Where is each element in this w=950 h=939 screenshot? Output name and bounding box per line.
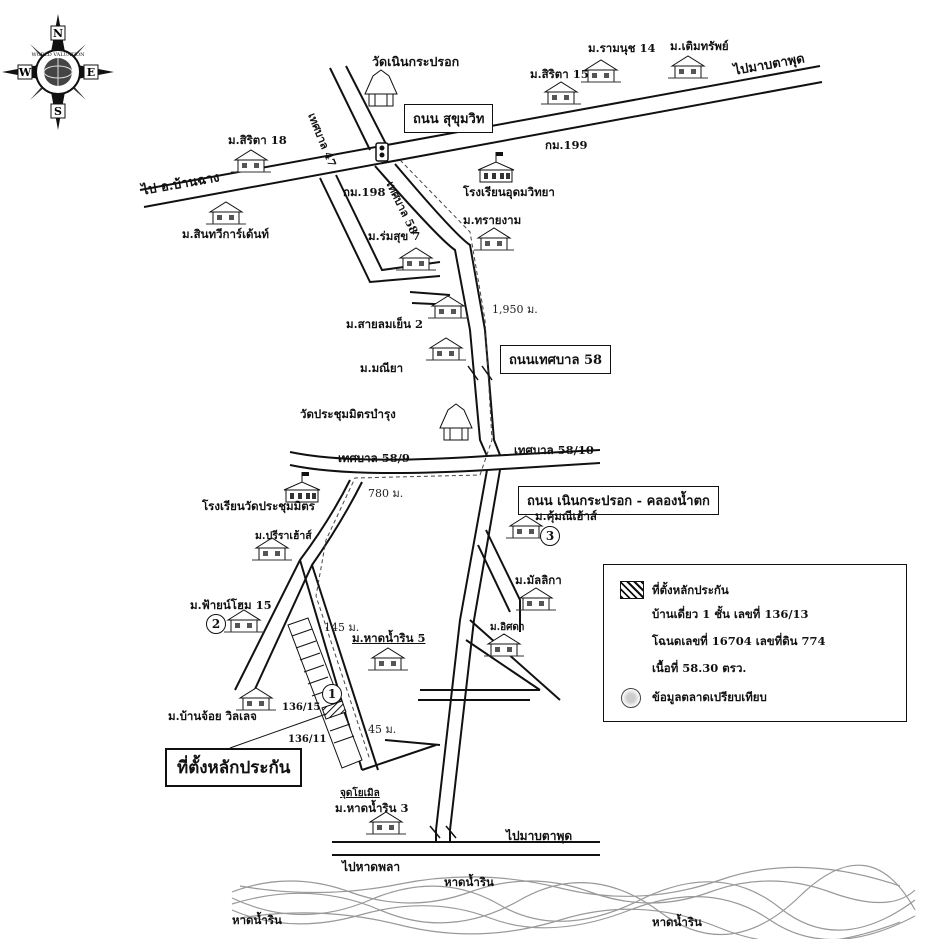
compass-e: E <box>87 66 95 79</box>
label-m-itlada: ม.อิศดา <box>490 622 525 633</box>
comparable-circle-icon <box>621 688 641 708</box>
collateral-location-label: ที่ตั้งหลักประกัน <box>165 748 303 787</box>
distance-145: 145 ม. <box>324 621 360 634</box>
school-icon <box>477 151 515 183</box>
collateral-swatch-icon <box>620 581 644 599</box>
house-icon <box>473 227 515 251</box>
house-icon <box>235 687 277 711</box>
label-m-maniya: ม.มณียา <box>360 361 404 375</box>
house-icon <box>540 81 582 105</box>
road-bottom <box>332 830 600 856</box>
road-tesaban58-9 <box>289 449 601 475</box>
legend-comparable: ข้อมูลตลาดเปรียบเทียบ <box>652 690 767 704</box>
legend-line2: โฉนดเลขที่ 16704 เลขที่ดิน 774 <box>652 634 826 648</box>
marker-1: 1 <box>322 684 342 704</box>
direction-to-maptaphut-bottom: ไปมาบตาพุด <box>506 829 573 843</box>
sea-label-right: หาดน้ำริน <box>652 915 702 929</box>
label-tesaban58-9: เทศบาล 58/9 <box>338 451 410 465</box>
label-m-sirita18: ม.สิริตา 18 <box>228 133 287 147</box>
label-m-romsuk7: ม.ร่มสุข 7 <box>368 229 421 243</box>
label-wat-nuen: วัดเนินกระปรอก <box>372 54 460 69</box>
temple-icon <box>439 403 473 441</box>
sea-waves <box>231 864 916 939</box>
legend-title: ที่ตั้งหลักประกัน <box>652 583 729 597</box>
label-school-wat-prachum: โรงเรียนวัดประชุมมิตร <box>202 499 315 513</box>
marker-3: 3 <box>540 526 560 546</box>
distance-45: 45 ม. <box>368 723 397 736</box>
road-east-branches <box>384 529 561 746</box>
road-box-nuen-khlong: ถนน เนินกระปรอก - คลองน้ำตก <box>518 486 719 515</box>
traffic-light-icon <box>375 142 389 162</box>
legend-box: ที่ตั้งหลักประกัน บ้านเดี่ยว 1 ชั้น เลขท… <box>603 564 907 722</box>
distance-1950: 1,950 ม. <box>492 303 538 316</box>
label-plot-136-15: 136/15 <box>282 702 321 713</box>
compass-s: S <box>54 105 62 118</box>
label-km199: กม.199 <box>545 138 588 152</box>
label-m-saingam: ม.ทรายงาม <box>463 213 522 227</box>
label-tesaban58-10: เทศบาล 58/10 <box>514 443 594 457</box>
sea-label-top: หาดน้ำริน <box>444 875 494 889</box>
house-icon <box>515 587 557 611</box>
label-m-toemsap: ม.เติมทรัพย์ <box>670 39 729 53</box>
temple-icon <box>364 69 398 107</box>
label-km198: กม.198 <box>343 185 386 199</box>
label-m-sailomyen2: ม.สายลมเย็น 2 <box>346 317 423 331</box>
label-m-malika: ม.มัลลิกา <box>515 573 562 587</box>
legend-line3: เนื้อที่ 58.30 ตรว. <box>652 661 747 675</box>
road-tesaban47 <box>329 65 389 151</box>
label-plot-136-11: 136/11 <box>288 734 327 745</box>
compass-rose: N S E W WORLD VALUATION <box>2 14 114 130</box>
route-dashed <box>315 159 493 761</box>
road-nuen-khlong <box>435 469 501 831</box>
label-school-udom: โรงเรียนอุดมวิทยา <box>463 185 555 199</box>
label-jutpoymeel: จุดโยเมิล <box>340 788 380 799</box>
house-icon <box>425 337 467 361</box>
house-icon <box>667 55 709 79</box>
label-m-chaiyanhome15: ม.ฟ้ายน์โฮม 15 <box>190 598 272 612</box>
label-m-sirita15: ม.สิริตา 15 <box>530 67 589 81</box>
direction-to-haddpla: ไปหาดพลา <box>342 860 401 874</box>
label-m-hadnamrin3: ม.หาดน้ำริน 3 <box>335 801 409 815</box>
compass-ring: WORLD VALUATION <box>31 52 85 58</box>
compass-w: W <box>18 66 32 79</box>
label-wat-prachum: วัดประชุมมิตรบำรุง <box>300 407 396 421</box>
house-icon <box>367 647 409 671</box>
house-icon <box>230 149 272 173</box>
legend-line1: บ้านเดี่ยว 1 ชั้น เลขที่ 136/13 <box>652 607 809 621</box>
road-box-sukhumvit: ถนน สุขุมวิท <box>404 104 494 133</box>
distance-780: 780 ม. <box>368 487 404 500</box>
collateral-pointer <box>229 713 327 749</box>
marker-2: 2 <box>206 614 226 634</box>
label-m-hadnamrin5: ม.หาดน้ำริน 5 <box>352 631 426 645</box>
label-m-kummanee: ม.คุ้มณีเฮ้าส์ <box>535 509 597 523</box>
label-m-sinthawee: ม.สินทวีการ์เด้นท์ <box>182 227 269 241</box>
house-icon <box>427 295 469 319</box>
house-icon <box>205 201 247 225</box>
label-m-ramanuch14: ม.รามนุช 14 <box>588 41 656 55</box>
label-m-preeya: ม.ปรีราเฮ้าส์ <box>255 530 312 542</box>
road-tesaban58 <box>374 163 501 457</box>
compass-n: N <box>53 27 63 40</box>
bridge-icon <box>429 365 493 839</box>
road-box-tesaban58: ถนนเทศบาล 58 <box>500 345 612 374</box>
label-m-banchai: ม.บ้านจ้อย วิลเลจ <box>168 709 257 723</box>
sea-label-left: หาดน้ำริน <box>232 913 282 927</box>
